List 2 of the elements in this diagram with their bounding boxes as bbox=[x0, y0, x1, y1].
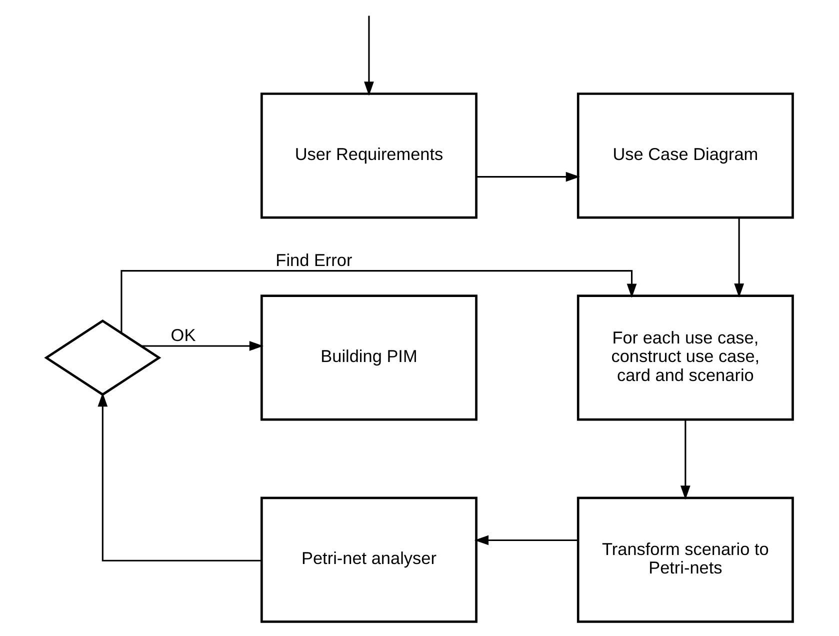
edge-label: Find Error bbox=[276, 250, 352, 270]
edge-label: OK bbox=[170, 324, 196, 345]
